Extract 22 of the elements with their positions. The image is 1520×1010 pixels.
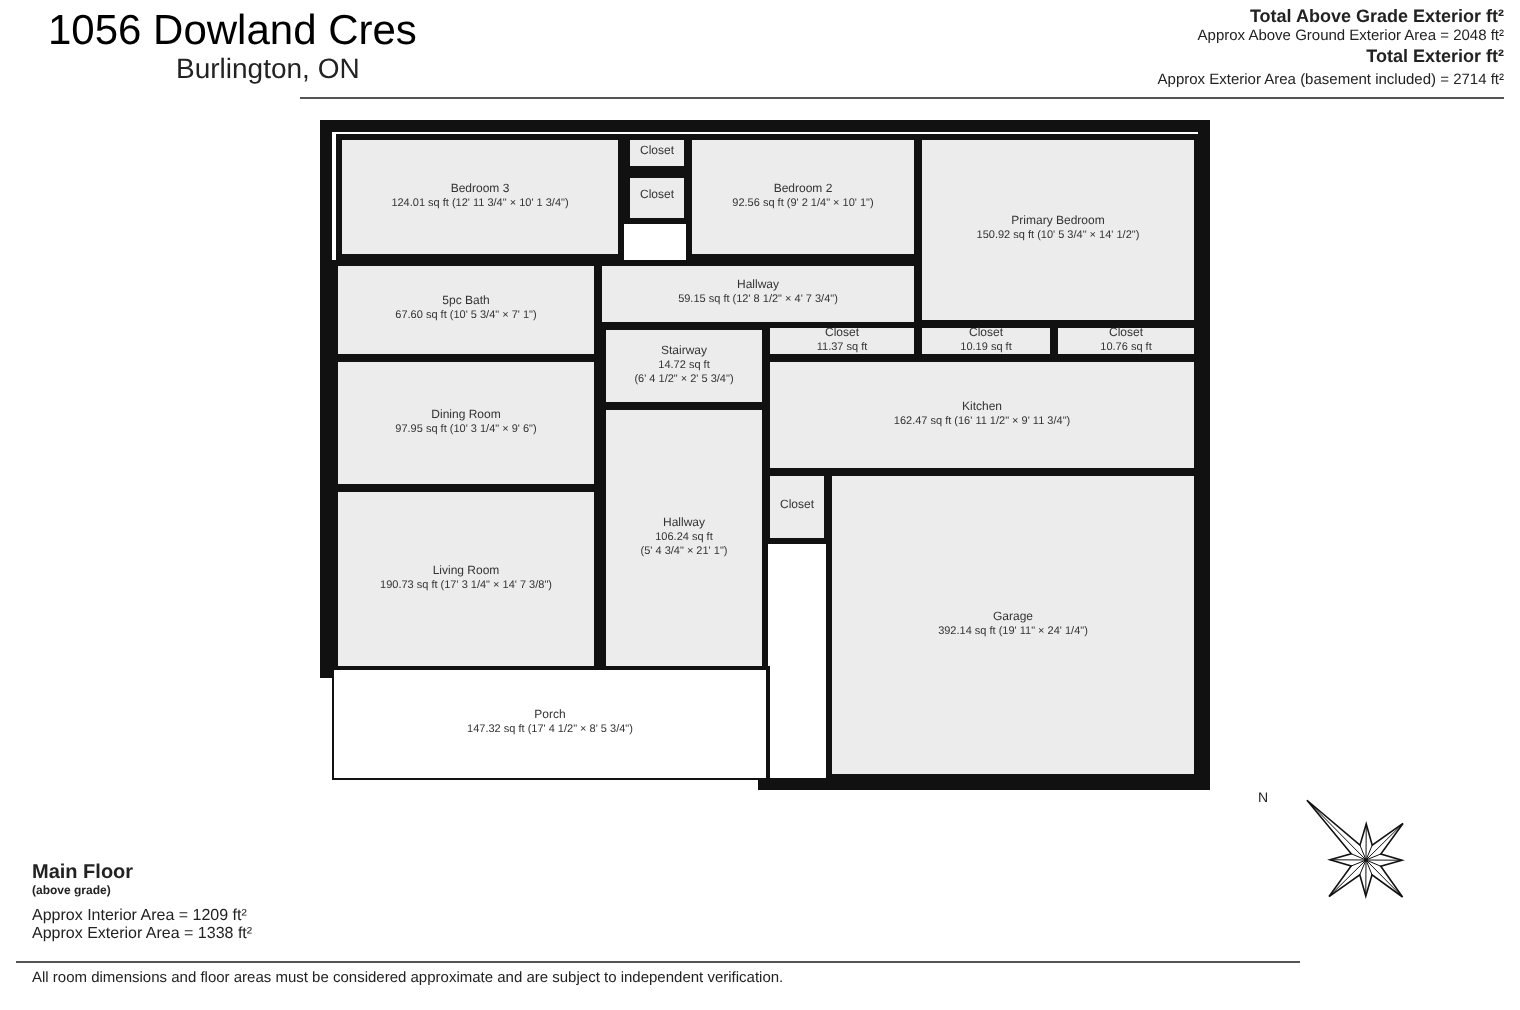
room-area xyxy=(600,404,768,672)
room-area xyxy=(336,134,624,260)
room-area xyxy=(686,134,920,260)
heading: Total Exterior ft² xyxy=(1366,46,1504,66)
room-area xyxy=(332,356,600,490)
subtitle: Burlington, ON xyxy=(176,52,360,84)
room-area xyxy=(826,470,1200,780)
room-area xyxy=(624,134,690,172)
floor-heading: Main Floor xyxy=(32,862,134,884)
room-area xyxy=(624,172,690,224)
title: 1056 Dowland Cres xyxy=(48,8,417,56)
area-note: Approx Exterior Area = 1338 ft² xyxy=(32,924,253,942)
room-area xyxy=(916,134,1200,326)
room-area xyxy=(596,260,920,328)
area-note: Approx Interior Area = 1209 ft² xyxy=(32,906,247,924)
room-area xyxy=(332,486,600,672)
porch-area xyxy=(332,668,768,780)
room-area xyxy=(332,260,600,360)
room-area xyxy=(600,324,768,408)
room-area xyxy=(764,470,830,544)
room-area xyxy=(764,356,1200,474)
heading: Total Above Grade Exterior ft² xyxy=(1249,6,1504,26)
